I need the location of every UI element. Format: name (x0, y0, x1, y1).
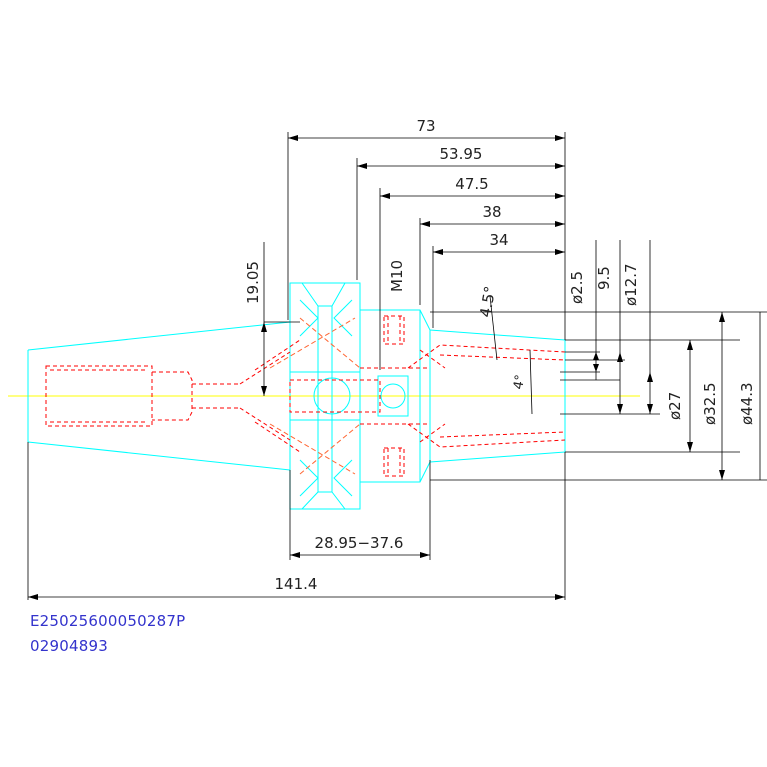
dimension-lines (27, 132, 767, 600)
dim-dia-12-7: ø12.7 (622, 263, 640, 306)
dim-38: 38 (482, 203, 501, 221)
dim-34: 34 (489, 231, 508, 249)
dim-dia-2-5: ø2.5 (568, 271, 586, 304)
dim-m10: M10 (388, 260, 406, 292)
part-code-line-2: 02904893 (30, 637, 108, 655)
hidden-lines (45, 315, 566, 477)
dim-28-95-37-6: 28.95−37.6 (315, 534, 404, 552)
dim-angle-4: 4° (511, 374, 528, 391)
dim-dia-32-5: ø32.5 (701, 382, 719, 425)
dim-141-4: 141.4 (275, 575, 318, 593)
dim-53-95: 53.95 (440, 145, 483, 163)
dim-19-05: 19.05 (244, 261, 262, 304)
dim-angle-4-5: 4.5° (476, 285, 499, 319)
dimension-arrows (28, 135, 725, 600)
part-code-line-1: E25025600050287P (30, 612, 186, 630)
dim-73: 73 (416, 117, 435, 135)
dim-dia-27: ø27 (666, 392, 684, 420)
flange-hidden-lines (269, 317, 361, 475)
dim-dia-44-3: ø44.3 (738, 382, 756, 425)
dim-47-5: 47.5 (455, 175, 488, 193)
dim-9-5: 9.5 (595, 266, 613, 290)
